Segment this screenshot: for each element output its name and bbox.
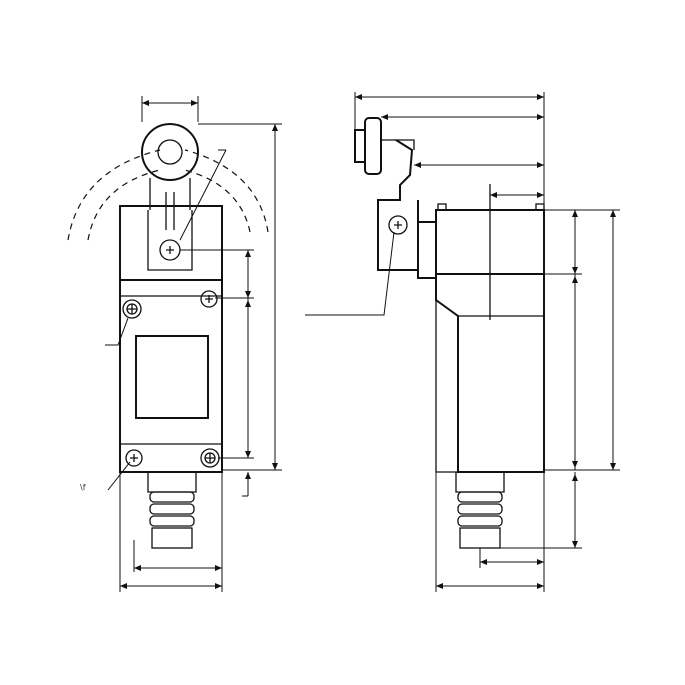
front-view: \f xyxy=(67,96,282,592)
switch-body xyxy=(119,279,223,473)
cable-gland-front xyxy=(147,472,197,549)
screw-bottom-left xyxy=(125,449,143,467)
lever-arm xyxy=(149,178,191,210)
side-dimensions xyxy=(305,92,620,592)
screw-bottom-right xyxy=(200,448,220,468)
cable-gland-side xyxy=(455,472,505,549)
lever-top xyxy=(381,139,415,150)
side-view xyxy=(305,92,620,592)
screw-top-left xyxy=(122,299,142,319)
lever-side-pivot xyxy=(388,215,408,235)
lever-side-body xyxy=(377,139,419,271)
swing-arc-right-inner xyxy=(184,169,251,233)
roller-wheel xyxy=(141,123,199,181)
swing-arc-right-outer xyxy=(184,149,269,233)
roller-side-wheel xyxy=(364,117,382,175)
side-head-cap-right xyxy=(535,203,545,211)
swing-arc-left-inner xyxy=(87,169,161,241)
head-block xyxy=(119,205,223,281)
side-neck xyxy=(417,221,437,279)
lever-slot xyxy=(165,192,175,230)
pivot-cross xyxy=(166,246,174,254)
stray-mark: \f xyxy=(80,483,86,492)
lever-arm-lower xyxy=(147,210,193,271)
side-body xyxy=(435,274,545,473)
cover-plate xyxy=(135,335,209,419)
roller-hub xyxy=(157,139,183,165)
front-dimensions xyxy=(105,96,282,592)
roller-side-hub xyxy=(354,129,366,163)
lever-side-pivot-cross xyxy=(394,221,402,229)
side-head-cap-left xyxy=(437,203,447,211)
screw-top-right xyxy=(200,290,218,308)
side-body-back xyxy=(435,300,458,473)
swing-arc-left-outer xyxy=(67,149,161,241)
